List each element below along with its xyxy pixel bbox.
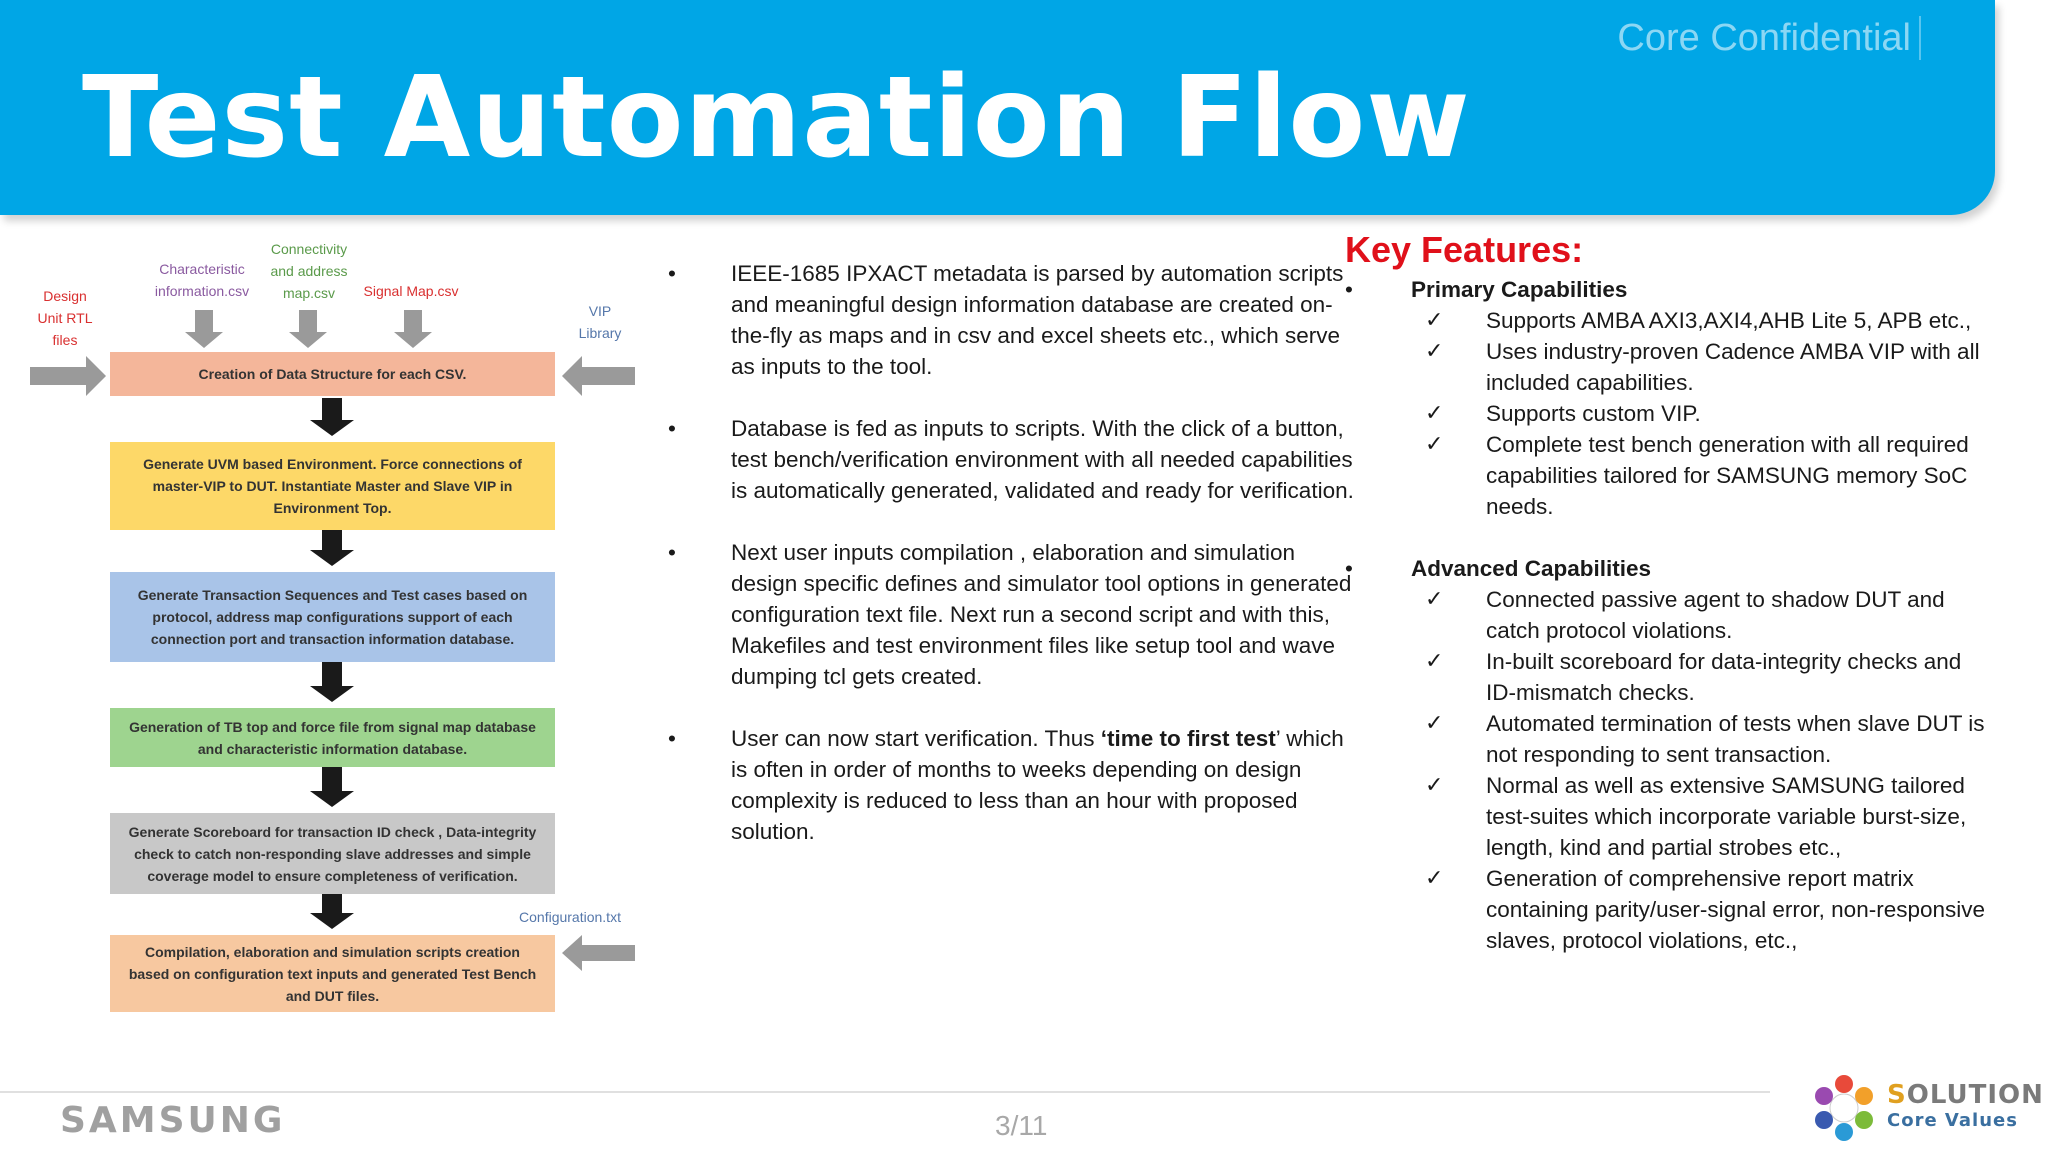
list-item: ✓Uses industry-proven Cadence AMBA VIP w…: [1345, 336, 1985, 398]
bullet-icon: •: [1345, 556, 1353, 581]
solution-logo-icon: [1815, 1075, 1873, 1141]
flow-step-5: Generate Scoreboard for transaction ID c…: [110, 813, 555, 894]
checkmark-icon: ✓: [1425, 773, 1444, 798]
checkmark-icon: ✓: [1425, 711, 1444, 736]
key-features-panel: Key Features: •Primary Capabilities ✓Sup…: [1345, 228, 1985, 956]
bullet-icon: •: [668, 261, 676, 286]
flow-step-2: Generate UVM based Environment. Force co…: [110, 442, 555, 530]
bullet-icon: •: [668, 540, 676, 565]
bullet-icon: •: [1345, 277, 1353, 302]
title-banner: Test Automation Flow Core Confidential: [0, 0, 1995, 215]
list-item: ✓Normal as well as extensive SAMSUNG tai…: [1345, 770, 1985, 863]
description-item: •User can now start verification. Thus ‘…: [664, 723, 1354, 847]
connectivity-csv-label: Connectivity and address map.csv: [270, 241, 348, 301]
flow-step-6: Compilation, elaboration and simulation …: [110, 935, 555, 1012]
advanced-capabilities-list: ✓Connected passive agent to shadow DUT a…: [1345, 584, 1985, 956]
characteristic-csv-label: Characteristic information.csv: [154, 261, 250, 299]
flow-step-4: Generation of TB top and force file from…: [110, 708, 555, 767]
bullet-icon: •: [668, 416, 676, 441]
key-features-heading: Key Features:: [1345, 229, 1584, 270]
description-bullets: •IEEE-1685 IPXACT metadata is parsed by …: [664, 258, 1354, 878]
description-item: •IEEE-1685 IPXACT metadata is parsed by …: [664, 258, 1354, 382]
primary-capabilities-heading: •Primary Capabilities: [1345, 274, 1985, 305]
page-number: 3/11: [995, 1110, 1048, 1141]
description-item: •Next user inputs compilation , elaborat…: [664, 537, 1354, 692]
vip-library-label: VIP Library: [578, 303, 622, 341]
list-item: ✓Supports custom VIP.: [1345, 398, 1985, 429]
checkmark-icon: ✓: [1425, 432, 1444, 457]
footer-divider: [0, 1091, 1770, 1093]
advanced-capabilities-heading: •Advanced Capabilities: [1345, 553, 1985, 584]
slide-title: Test Automation Flow: [82, 53, 1471, 183]
checkmark-icon: ✓: [1425, 587, 1444, 612]
checkmark-icon: ✓: [1425, 339, 1444, 364]
list-item: ✓Complete test bench generation with all…: [1345, 429, 1985, 522]
automation-flowchart: Design Unit RTL files Characteristic inf…: [30, 230, 640, 1020]
design-rtl-input-label: Design Unit RTL files: [37, 288, 93, 348]
flow-step-1: Creation of Data Structure for each CSV.: [110, 352, 555, 396]
list-item: ✓Connected passive agent to shadow DUT a…: [1345, 584, 1985, 646]
solution-core-values-label: SOLUTION Core Values: [1887, 1080, 2044, 1131]
samsung-logo: SAMSUNG: [60, 1100, 286, 1141]
list-item: ✓In-built scoreboard for data-integrity …: [1345, 646, 1985, 708]
checkmark-icon: ✓: [1425, 401, 1444, 426]
signal-map-csv-label: Signal Map.csv: [363, 283, 459, 299]
list-item: ✓Supports AMBA AXI3,AXI4,AHB Lite 5, APB…: [1345, 305, 1985, 336]
checkmark-icon: ✓: [1425, 649, 1444, 674]
primary-capabilities-list: ✓Supports AMBA AXI3,AXI4,AHB Lite 5, APB…: [1345, 305, 1985, 522]
list-item: ✓Generation of comprehensive report matr…: [1345, 863, 1985, 956]
checkmark-icon: ✓: [1425, 308, 1444, 333]
description-item: •Database is fed as inputs to scripts. W…: [664, 413, 1354, 506]
checkmark-icon: ✓: [1425, 866, 1444, 891]
flowchart-arrows: [30, 310, 635, 971]
list-item: ✓Automated termination of tests when sla…: [1345, 708, 1985, 770]
confidential-label: Core Confidential: [1609, 16, 1921, 60]
configuration-txt-label: Configuration.txt: [519, 909, 621, 925]
bullet-icon: •: [668, 726, 676, 751]
flow-step-3: Generate Transaction Sequences and Test …: [110, 572, 555, 662]
